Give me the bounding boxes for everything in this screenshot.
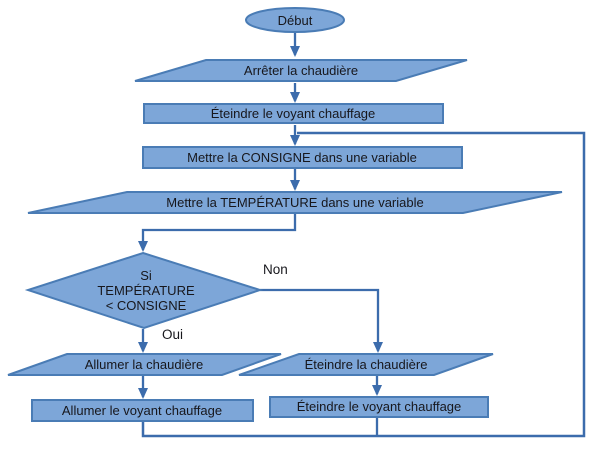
branch-no-label: Non (263, 262, 288, 277)
node-store-temperature[interactable]: Mettre la TEMPÉRATURE dans une variable (27, 191, 563, 214)
node-heat-light-off-label: Éteindre le voyant chauffage (297, 399, 462, 414)
edge-loop-back (141, 131, 586, 438)
io-shape[interactable] (238, 353, 494, 376)
node-start[interactable]: Début (245, 7, 345, 33)
node-decision-line1: Si (140, 268, 152, 283)
process-shape[interactable] (31, 399, 254, 422)
terminator-shape[interactable] (245, 7, 345, 33)
io-shape[interactable] (7, 353, 282, 376)
process-shape[interactable] (143, 103, 444, 124)
process-shape[interactable] (142, 146, 463, 169)
node-boiler-on-label: Allumer la chaudière (85, 357, 204, 372)
node-store-setpoint[interactable]: Mettre la CONSIGNE dans une variable (142, 146, 463, 169)
edge-temperature-to-decision (138, 214, 297, 252)
branch-yes-label: Oui (162, 327, 183, 342)
node-decision[interactable]: Si TEMPÉRATURE < CONSIGNE (24, 251, 264, 330)
node-heat-light-on-label: Allumer le voyant chauffage (62, 403, 222, 418)
node-heat-light-off-init-label: Éteindre le voyant chauffage (211, 106, 376, 121)
node-heat-light-off-init[interactable]: Éteindre le voyant chauffage (143, 103, 444, 124)
process-shape[interactable] (269, 396, 489, 418)
node-start-label: Début (278, 13, 313, 28)
node-heat-light-on[interactable]: Allumer le voyant chauffage (31, 399, 254, 422)
node-boiler-off[interactable]: Éteindre la chaudière (238, 353, 494, 376)
io-shape[interactable] (134, 59, 468, 82)
node-boiler-on[interactable]: Allumer la chaudière (7, 353, 282, 376)
edge-decision-no (260, 288, 383, 353)
node-decision-line3: < CONSIGNE (106, 298, 187, 313)
decision-shape[interactable] (24, 251, 264, 330)
node-decision-line2: TEMPÉRATURE (97, 283, 195, 298)
node-store-setpoint-label: Mettre la CONSIGNE dans une variable (187, 150, 417, 165)
io-shape[interactable] (27, 191, 563, 214)
node-boiler-off-label: Éteindre la chaudière (305, 357, 428, 372)
node-stop-boiler[interactable]: Arrêter la chaudière (134, 59, 468, 82)
node-store-temperature-label: Mettre la TEMPÉRATURE dans une variable (166, 195, 423, 210)
connectors (138, 33, 586, 438)
node-stop-boiler-label: Arrêter la chaudière (244, 63, 358, 78)
node-heat-light-off[interactable]: Éteindre le voyant chauffage (269, 396, 489, 418)
